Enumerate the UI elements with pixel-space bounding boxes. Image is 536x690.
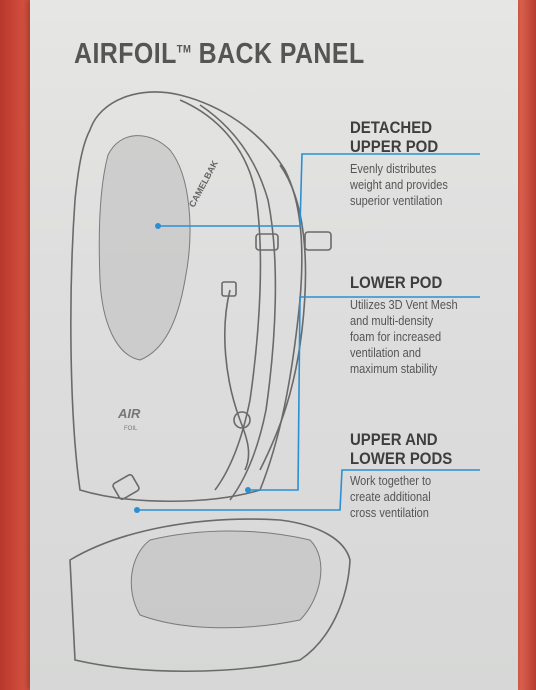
page-title: AIRFOILTM BACK PANEL — [74, 38, 365, 71]
description-line: cross ventilation — [350, 506, 429, 520]
callout-heading: LOWER POD — [350, 273, 458, 292]
description-line: Work together to — [350, 474, 432, 488]
description-line: superior ventilation — [350, 194, 443, 208]
bite-valve — [233, 411, 251, 429]
heading-line: UPPER AND — [350, 430, 438, 449]
description-line: maximum stability — [350, 362, 438, 376]
shoulder-strap-outer — [179, 99, 262, 491]
drink-tube — [224, 289, 250, 471]
callout-description: Work together to create additional cross… — [350, 473, 452, 521]
upper-pod-outline — [98, 135, 191, 361]
description-line: weight and provides — [350, 178, 448, 192]
strap-logo: CAMELBAK — [187, 158, 220, 209]
shoulder-strap-inner — [199, 104, 277, 501]
description-line: Evenly distributes — [350, 162, 437, 176]
upper-pod-leader-line — [158, 153, 480, 227]
callout-heading: UPPER AND LOWER PODS — [350, 430, 452, 468]
description-line: and multi-density — [350, 314, 434, 328]
upper-pod-mesh — [99, 135, 190, 360]
both-pods-leader-line — [137, 469, 480, 511]
tube-clip — [221, 281, 237, 297]
lower-pod-mesh — [131, 531, 321, 628]
heading-line: UPPER POD — [350, 137, 439, 156]
description-line: foam for increased — [350, 330, 442, 344]
heading-line: LOWER POD — [350, 273, 443, 292]
back-panel-outline — [70, 91, 303, 503]
sternum-buckle — [255, 233, 279, 251]
description-line: Utilizes 3D Vent Mesh — [350, 298, 458, 312]
title-trademark: TM — [176, 43, 192, 56]
side-buckle — [304, 231, 332, 251]
heading-line: DETACHED — [350, 118, 433, 137]
heading-line: LOWER PODS — [350, 449, 453, 468]
lower-pod-leader-line — [248, 296, 480, 491]
callout-description: Utilizes 3D Vent Mesh and multi-density … — [350, 297, 458, 377]
backpack-illustration: CAMELBAK AIR FOIL — [69, 91, 480, 673]
right-strap — [259, 164, 307, 471]
description-line: create additional — [350, 490, 431, 504]
hip-belt — [69, 518, 351, 673]
hip-buckle — [112, 474, 140, 500]
callout-lower-pod: LOWER POD Utilizes 3D Vent Mesh and mult… — [350, 273, 472, 377]
callout-heading: DETACHED UPPER POD — [350, 118, 448, 156]
info-card: AIRFOILTM BACK PANEL — [30, 0, 518, 690]
lower-pod-outline — [130, 530, 322, 629]
panel-logo: AIR — [117, 406, 141, 421]
panel-logo-sub: FOIL — [124, 426, 138, 432]
title-rest: BACK PANEL — [198, 38, 365, 70]
title-airfoil: AIRFOIL — [74, 38, 177, 70]
callout-detached-upper-pod: DETACHED UPPER POD Evenly distributes we… — [350, 118, 461, 209]
backpack-outline — [69, 91, 351, 673]
callout-description: Evenly distributes weight and provides s… — [350, 161, 448, 209]
description-line: ventilation and — [350, 346, 421, 360]
callout-upper-and-lower-pods: UPPER AND LOWER PODS Work together to cr… — [350, 430, 466, 521]
